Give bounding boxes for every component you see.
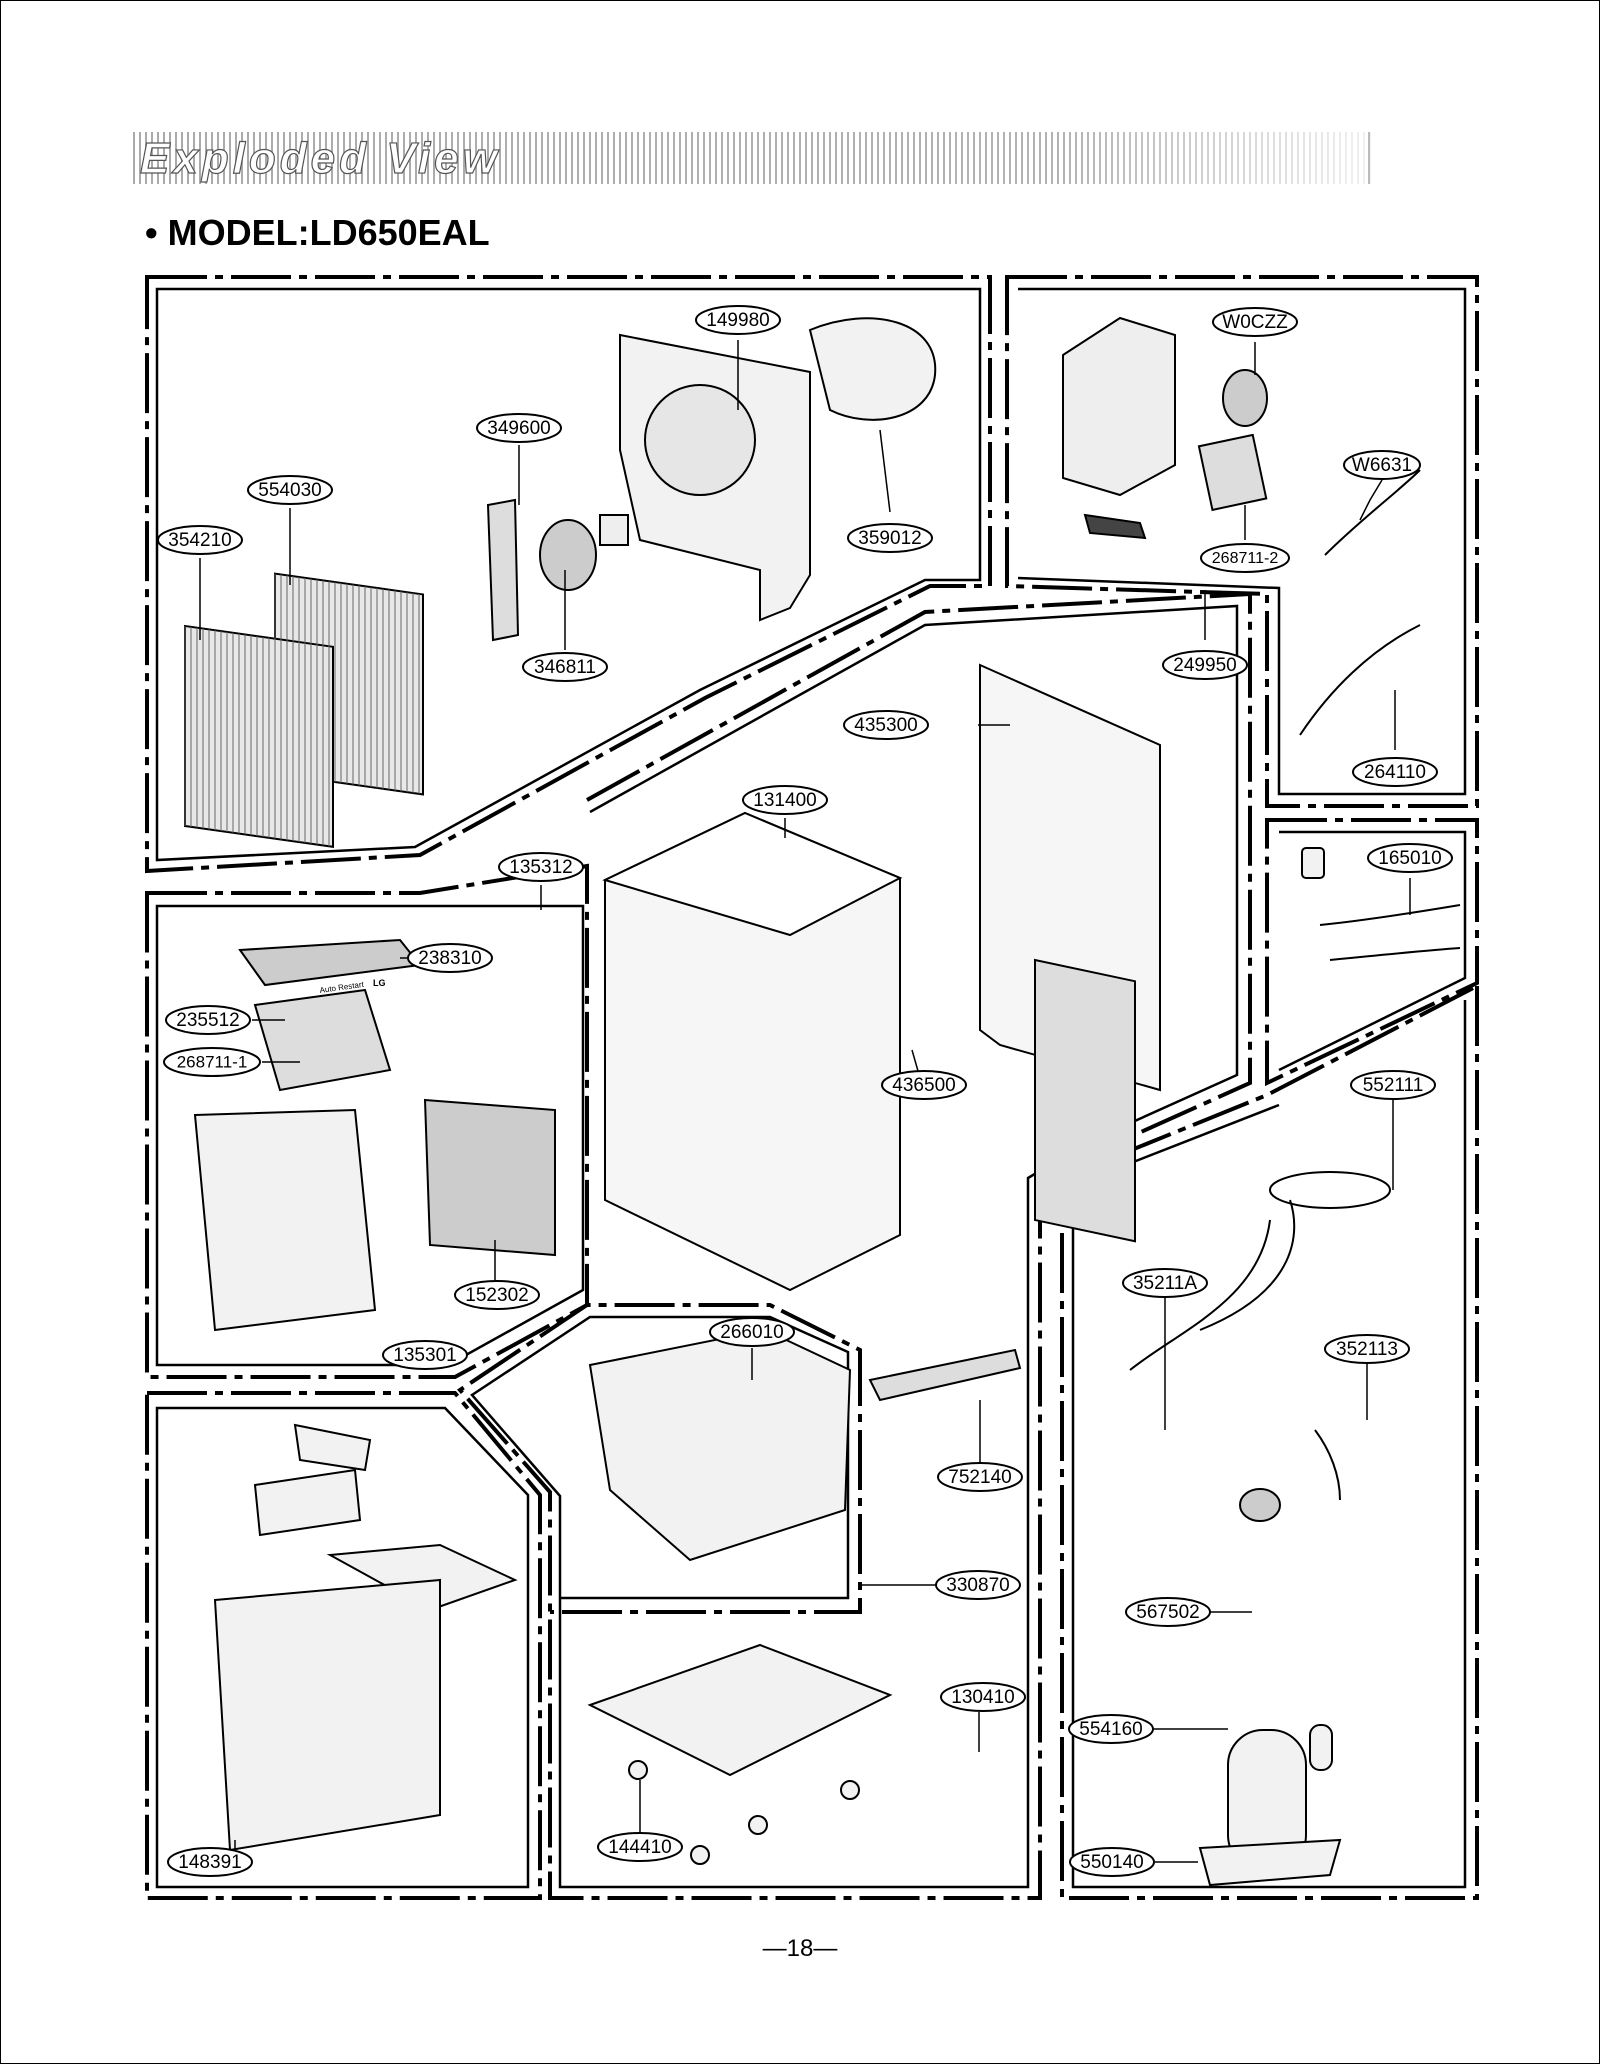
svg-text:130410: 130410	[951, 1687, 1014, 1708]
model-title: • MODEL:LD650EAL	[145, 212, 490, 253]
front-panel-assembly	[193, 938, 556, 1332]
callout-130410: 130410	[940, 1682, 1026, 1712]
callout-554030: 554030	[247, 475, 333, 505]
svg-text:354210: 354210	[168, 530, 231, 551]
callout-268711-2: 268711-2	[1200, 543, 1290, 573]
banner-stripes	[133, 132, 1373, 184]
control-box-assembly	[1062, 316, 1421, 736]
svg-text:W6631: W6631	[1352, 455, 1412, 476]
callout-354210: 354210	[157, 525, 243, 555]
svg-text:346811: 346811	[534, 657, 596, 678]
callout-435300: 435300	[843, 710, 929, 740]
svg-text:352113: 352113	[1336, 1339, 1398, 1360]
callout-554160: 554160	[1068, 1714, 1154, 1744]
callout-352113: 352113	[1324, 1334, 1410, 1364]
callout-144410: 144410	[597, 1832, 683, 1862]
svg-text:349600: 349600	[487, 418, 550, 439]
callout-149980: 149980	[695, 305, 781, 335]
svg-text:268711-2: 268711-2	[1212, 550, 1279, 567]
svg-text:235512: 235512	[176, 1010, 239, 1031]
callout-135312: 135312	[498, 852, 584, 882]
svg-text:238310: 238310	[418, 948, 481, 969]
panel-lg-logo: LG	[373, 978, 386, 988]
drain-pan-assembly	[588, 1328, 1022, 1562]
callout-148391: 148391	[167, 1847, 253, 1877]
base-plate-assembly	[587, 1643, 893, 1865]
svg-text:35211A: 35211A	[1133, 1273, 1197, 1294]
callout-W6631: W6631	[1343, 450, 1421, 480]
svg-text:144410: 144410	[608, 1837, 671, 1858]
callout-268711-1: 268711-1	[163, 1047, 261, 1077]
svg-text:554160: 554160	[1079, 1719, 1142, 1740]
svg-text:435300: 435300	[854, 715, 917, 736]
callout-235512: 235512	[165, 1005, 251, 1035]
callout-35211A: 35211A	[1122, 1268, 1208, 1298]
svg-text:148391: 148391	[178, 1852, 241, 1873]
callout-567502: 567502	[1125, 1597, 1211, 1627]
callout-752140: 752140	[937, 1462, 1023, 1492]
water-tank-assembly	[213, 1423, 518, 1852]
svg-text:135312: 135312	[509, 857, 572, 878]
svg-text:W0CZZ: W0CZZ	[1222, 312, 1288, 333]
callout-346811: 346811	[522, 652, 608, 682]
compressor-assembly	[1129, 1171, 1391, 1887]
callout-249950: 249950	[1162, 650, 1248, 680]
cabinet-assembly	[602, 811, 903, 1292]
svg-text:567502: 567502	[1136, 1602, 1199, 1623]
callout-359012: 359012	[847, 523, 933, 553]
svg-text:268711-1: 268711-1	[177, 1052, 248, 1071]
callout-264110: 264110	[1352, 757, 1438, 787]
banner-title: Exploded View	[139, 133, 501, 183]
callout-152302: 152302	[454, 1280, 540, 1310]
svg-text:135301: 135301	[393, 1345, 456, 1366]
svg-text:152302: 152302	[465, 1285, 528, 1306]
power-cord-assembly	[1301, 847, 1461, 961]
svg-text:165010: 165010	[1378, 848, 1441, 869]
svg-text:550140: 550140	[1080, 1852, 1143, 1873]
motor-bracket-assembly	[486, 317, 937, 642]
callout-436500: 436500	[881, 1070, 967, 1100]
svg-text:131400: 131400	[753, 790, 816, 811]
callout-165010: 165010	[1367, 843, 1453, 873]
evaporator-coils	[184, 572, 424, 848]
svg-text:249950: 249950	[1173, 655, 1236, 676]
callout-349600: 349600	[476, 413, 562, 443]
svg-text:359012: 359012	[858, 528, 921, 549]
page-number: —18—	[762, 1935, 838, 1962]
callout-238310: 238310	[407, 943, 493, 973]
svg-text:552111: 552111	[1363, 1075, 1424, 1096]
part-callouts: 149980 349600 554030 354210 359012 34681…	[157, 305, 1453, 1877]
rear-panel-assembly	[979, 663, 1161, 1243]
svg-text:436500: 436500	[892, 1075, 955, 1096]
callout-W0CZZ: W0CZZ	[1212, 307, 1298, 337]
svg-text:264110: 264110	[1364, 762, 1426, 783]
svg-text:752140: 752140	[948, 1467, 1011, 1488]
callout-330870: 330870	[935, 1570, 1021, 1600]
svg-text:266010: 266010	[720, 1322, 783, 1343]
callout-131400: 131400	[742, 785, 828, 815]
svg-text:554030: 554030	[258, 480, 321, 501]
svg-text:330870: 330870	[946, 1575, 1009, 1596]
svg-text:149980: 149980	[706, 310, 769, 331]
callout-552111: 552111	[1350, 1070, 1436, 1100]
callout-550140: 550140	[1069, 1847, 1155, 1877]
callout-135301: 135301	[382, 1340, 468, 1370]
callout-266010: 266010	[709, 1317, 795, 1347]
